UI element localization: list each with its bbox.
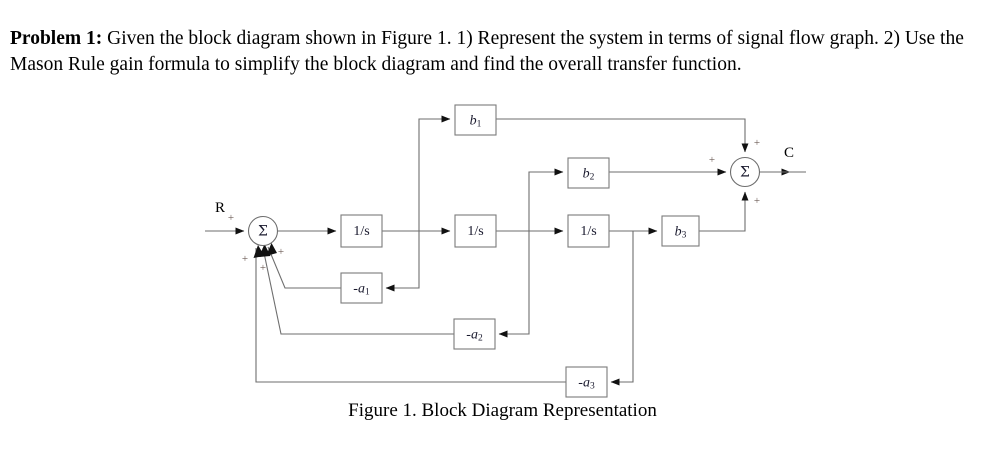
plus-sign-b1-input: + — [754, 137, 760, 149]
problem-lead: Problem 1: — [10, 27, 103, 49]
plus-sign-r-input: + — [228, 212, 234, 224]
plus-sign-a3-input: + — [278, 246, 284, 258]
block-a2-label: -a2 — [466, 327, 483, 344]
problem-statement: Problem 1: Given the block diagram shown… — [10, 26, 995, 80]
summing-junction-input-glyph: Σ — [258, 224, 268, 240]
input-label-r: R — [215, 200, 225, 216]
output-label-c: C — [784, 145, 794, 161]
block-a1-label: -a1 — [353, 281, 370, 298]
wire-branch-to-a1 — [385, 231, 420, 292]
block-b3 — [661, 215, 700, 247]
summing-junction-input — [247, 215, 279, 247]
wire-branch-to-b2 — [528, 168, 564, 231]
wire-a2-to-sum — [262, 247, 454, 335]
block-integrator-3-label: 1/s — [580, 224, 596, 239]
wire-a1-to-sum — [267, 246, 341, 289]
block-diagram-svg: b1 b2 b3 1/s 1/s 1/s -a1 -a2 -a3 — [205, 104, 806, 398]
block-integrator-1 — [340, 214, 383, 248]
block-b1-label: b1 — [470, 113, 482, 130]
plus-sign-a2-input: + — [242, 253, 248, 265]
wire-branch-to-a3 — [610, 231, 634, 386]
wire-branch-to-a2 — [498, 231, 530, 338]
wire-branch-to-b1 — [418, 115, 451, 231]
block-integrator-2 — [454, 214, 497, 248]
wire-b1-to-sum — [495, 118, 749, 153]
block-a3 — [565, 366, 608, 398]
wire-a3-to-sum — [255, 248, 566, 383]
wire-b3-to-sum — [698, 191, 749, 232]
block-a3-label: -a3 — [578, 375, 595, 392]
block-b2 — [567, 157, 610, 189]
block-a2 — [453, 318, 496, 350]
block-integrator-2-label: 1/s — [467, 224, 483, 239]
summing-junction-output-glyph: Σ — [740, 165, 750, 181]
block-integrator-1-label: 1/s — [353, 224, 369, 239]
problem-body: Given the block diagram shown in Figure … — [10, 27, 964, 76]
arrowhead-sum-input-a2 — [253, 245, 265, 258]
summing-junction-output — [729, 156, 761, 188]
block-b3-label: b3 — [675, 224, 687, 241]
plus-sign-b3-input: + — [754, 195, 760, 207]
plus-sign-b2-input: + — [709, 154, 715, 166]
block-diagram-figure: b1 b2 b3 1/s 1/s 1/s -a1 -a2 -a3 — [0, 96, 1005, 406]
plus-sign-a1-input: + — [260, 262, 266, 274]
block-b2-label: b2 — [583, 166, 595, 183]
block-b1 — [454, 104, 497, 136]
figure-caption: Figure 1. Block Diagram Representation — [348, 400, 657, 421]
block-integrator-3 — [567, 214, 610, 248]
block-a1 — [340, 272, 383, 304]
arrowhead-sum-input-a3 — [266, 243, 277, 256]
